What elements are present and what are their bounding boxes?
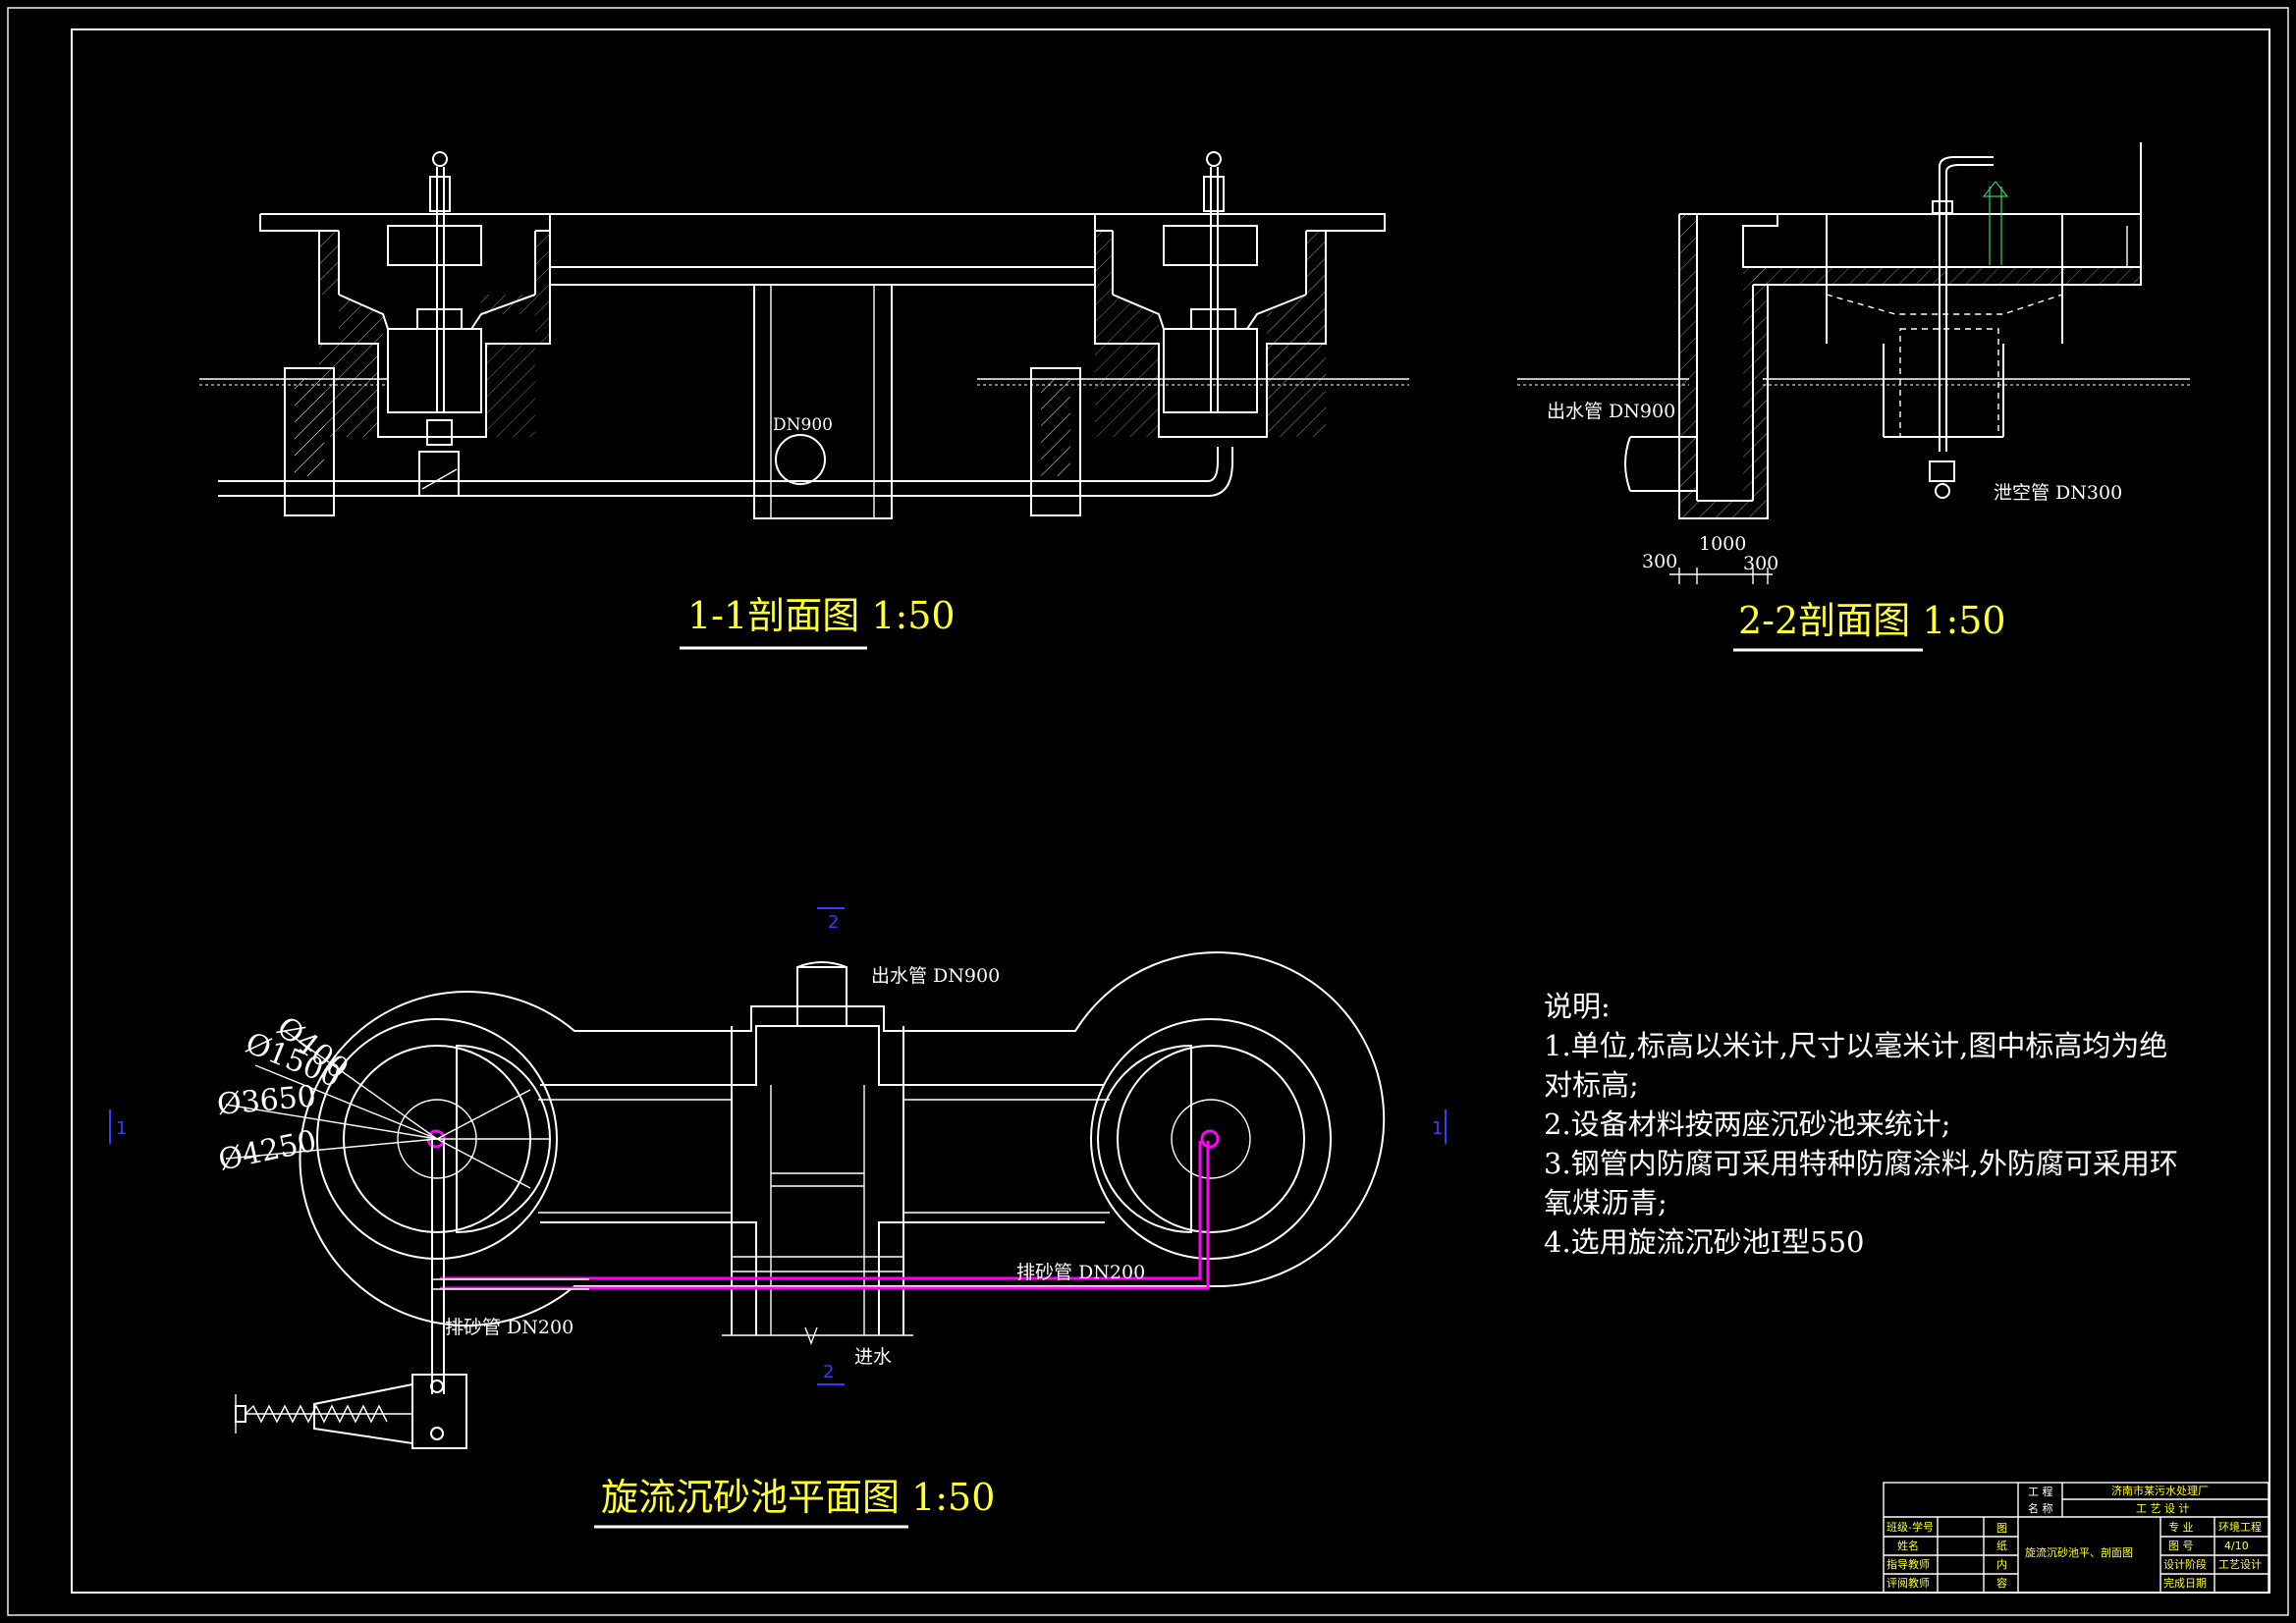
tb-project-sub: 工 艺 设 计 (2136, 1502, 2190, 1515)
tb-major-label: 专 业 (2168, 1520, 2194, 1534)
note-1: 1.单位,标高以米计,尺寸以毫米计,图中标高均为绝 (1544, 1029, 2167, 1062)
tb-project-label-2: 名 称 (2028, 1501, 2053, 1515)
section-1-1-title: 1-1剖面图 1:50 (687, 594, 956, 637)
note-3: 3.钢管内防腐可采用特种防腐涂料,外防腐可采用环 (1544, 1147, 2178, 1180)
dim-right: 300 (1743, 553, 1778, 574)
plan-outlet-label: 出水管 DN900 (871, 965, 1000, 987)
tb-major-value: 环境工程 (2218, 1520, 2262, 1534)
dim-mid: 1000 (1699, 533, 1746, 555)
tb-drawing-name: 旋流沉砂池平、剖面图 (2025, 1545, 2133, 1559)
tb-content-char-1: 图 (1996, 1522, 2007, 1535)
note-2: 2.设备材料按两座沉砂池来统计; (1544, 1108, 1950, 1141)
tb-name-label: 姓名 (1897, 1539, 1919, 1552)
section-2-2-drawing (1517, 142, 2190, 584)
tb-content-char-3: 内 (1996, 1557, 2007, 1571)
tb-content-char-4: 容 (1996, 1576, 2007, 1590)
tb-stage-value: 工艺设计 (2218, 1558, 2262, 1571)
tb-date-label: 完成日期 (2163, 1576, 2207, 1590)
tb-drawing-no-value: 4/10 (2224, 1540, 2249, 1552)
section-marker-2-bottom: 2 (823, 1362, 834, 1382)
notes-block: 说明: 1.单位,标高以米计,尺寸以毫米计,图中标高均为绝 对标高; 2.设备材… (1544, 990, 2178, 1259)
note-1b: 对标高; (1544, 1068, 1639, 1102)
dia-3650-label: Ø3650 (216, 1079, 318, 1122)
section-marker-1-left: 1 (116, 1118, 127, 1139)
drain-pipe-label: 泄空管 DN300 (1994, 482, 2122, 504)
plan-view-drawing (109, 907, 1447, 1449)
dia-4250-label: Ø4250 (215, 1124, 319, 1178)
outlet-pipe-label: 出水管 DN900 (1547, 401, 1675, 422)
tb-project-label-1: 工 程 (2028, 1486, 2053, 1498)
title-block (1883, 1482, 2269, 1594)
plan-view-title: 旋流沉砂池平面图 1:50 (601, 1476, 995, 1519)
section-marker-1-right: 1 (1432, 1118, 1443, 1139)
note-4: 4.选用旋流沉砂池Ⅰ型550 (1544, 1225, 1864, 1259)
dn900-label: DN900 (773, 415, 833, 435)
tb-drawing-no-label: 图 号 (2168, 1540, 2194, 1552)
tb-advisor-label: 指导教师 (1886, 1557, 1930, 1571)
tb-content-char-2: 纸 (1996, 1540, 2007, 1552)
note-3b: 氧煤沥青; (1544, 1186, 1667, 1219)
tb-project-name: 济南市某污水处理厂 (2111, 1484, 2209, 1497)
tb-stage-label: 设计阶段 (2163, 1557, 2207, 1571)
tb-class-label: 班级-学号 (1886, 1520, 1934, 1534)
section-2-2-title: 2-2剖面图 1:50 (1738, 599, 2006, 642)
inner-frame (71, 28, 2270, 1594)
notes-heading: 说明: (1544, 990, 1611, 1023)
plan-sand-pipe-right-label: 排砂管 DN200 (1016, 1262, 1145, 1283)
plan-inlet-label: 进水 (854, 1346, 892, 1368)
section-1-1-drawing: DN900 (199, 151, 1409, 519)
outer-frame (7, 7, 2289, 1616)
dim-left: 300 (1642, 551, 1677, 572)
plan-sand-pipe-left-label: 排砂管 DN200 (445, 1317, 574, 1338)
section-marker-2-top: 2 (828, 912, 839, 933)
tb-reviewer-label: 评阅教师 (1886, 1577, 1930, 1590)
